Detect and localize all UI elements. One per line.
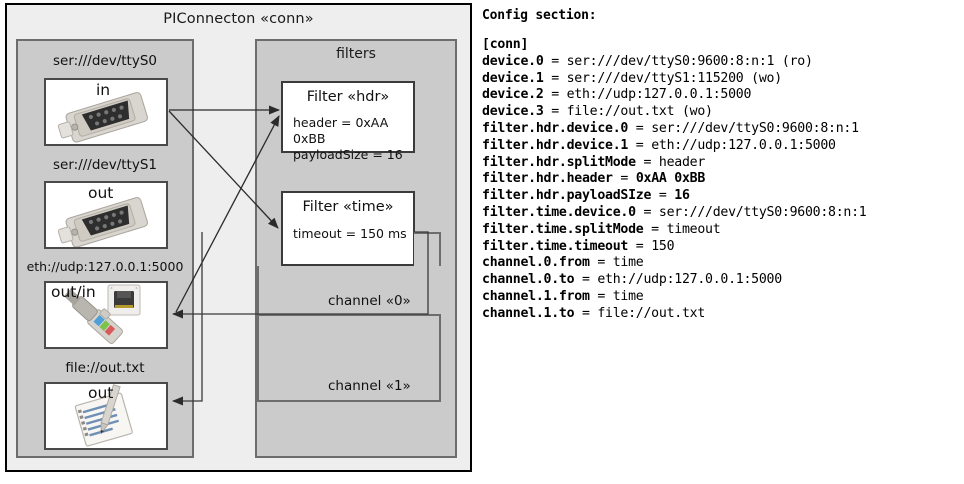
device-mode-ttys0: in [96,81,111,99]
device-label-ttys1: ser:///dev/ttyS1 [53,157,157,173]
config-key: device.2 [482,87,544,103]
config-line: channel.1.to = file://out.txt [482,306,960,323]
config-line: filter.time.splitMode = timeout [482,222,960,239]
device-mode-file: out [88,384,114,402]
config-key: channel.1.to [482,305,575,321]
channel-1-label: channel «1» [328,378,411,394]
config-separator: = [635,154,659,170]
config-key: filter.hdr.device.0 [482,120,629,136]
config-value: eth://udp:127.0.0.1:5000 [566,87,752,103]
device-box-file[interactable]: out [44,382,168,450]
config-separator: = [543,87,567,103]
config-line: filter.hdr.payloadSIze = 16 [482,188,960,205]
page-title: PIConnecton «conn» [163,11,314,27]
channel-0-label: channel «0» [328,293,411,309]
config-line: channel.0.from = time [482,255,960,272]
device-label-file: file://out.txt [65,360,145,376]
config-key: filter.time.timeout [482,238,629,254]
filter-title-hdr: Filter «hdr» [306,89,390,105]
config-line: filter.hdr.device.0 = ser:///dev/ttyS0:9… [482,121,960,138]
config-line: device.0 = ser:///dev/ttyS0:9600:8:n:1 (… [482,54,960,71]
config-line: device.2 = eth://udp:127.0.0.1:5000 [482,87,960,104]
config-heading: Config section: [482,8,597,23]
config-key: filter.hdr.payloadSIze [482,188,652,204]
text-file-icon [74,384,133,447]
filter-attr: payloadSize = 16 [293,147,403,162]
config-text: [conn]device.0 = ser:///dev/ttyS0:9600:8… [482,37,960,323]
channel-1-band [257,316,441,402]
config-separator: = [589,255,613,271]
config-line: device.3 = file://out.txt (wo) [482,104,960,121]
config-line: channel.0.to = eth://udp:127.0.0.1:5000 [482,272,960,289]
config-separator: = [612,171,636,187]
config-value: file://out.txt (wo) [566,104,713,120]
config-value: 16 [674,188,690,204]
config-line: channel.1.from = time [482,289,960,306]
config-line: filter.hdr.device.1 = eth://udp:127.0.0.… [482,138,960,155]
config-value: eth://udp:127.0.0.1:5000 [597,272,782,288]
config-separator: = [651,188,675,204]
config-separator: = [589,288,613,304]
config-value: eth://udp:127.0.0.1:5000 [651,137,836,153]
config-separator: = [628,137,652,153]
config-separator: = [643,221,667,237]
config-separator: = [628,120,652,136]
config-key: filter.hdr.device.1 [482,137,629,153]
config-section: Config section: [conn]device.0 = ser:///… [482,8,960,323]
device-box-ttys0[interactable]: in [44,78,168,146]
config-key: channel.0.to [482,272,575,288]
config-separator: = [635,204,659,220]
config-key: device.0 [482,53,544,69]
config-value: ser:///dev/ttyS1:115200 (wo) [566,70,783,86]
config-value: file://out.txt [597,305,706,321]
config-separator: = [543,53,567,69]
config-value: timeout [666,221,721,237]
device-box-eth[interactable]: out/in [44,281,168,349]
config-value: header [658,154,706,170]
filter-title-time: Filter «time» [302,199,394,215]
device-box-ttys1[interactable]: out [44,181,168,249]
config-key: filter.hdr.splitMode [482,154,636,170]
config-key: device.1 [482,70,544,86]
filters-panel-title: filters [336,46,376,62]
filter-attr: header = 0xAA 0xBB [293,115,389,146]
config-separator: = [574,305,598,321]
config-line: [conn] [482,37,960,54]
device-mode-eth: out/in [51,283,96,301]
config-separator: = [543,104,567,120]
config-line: device.1 = ser:///dev/ttyS1:115200 (wo) [482,71,960,88]
config-key: [conn] [482,37,529,52]
config-value: ser:///dev/ttyS0:9600:8:n:1 (ro) [566,53,813,69]
filter-attrs-time: timeout = 150 ms [293,226,407,242]
ethernet-plug-icon [64,284,141,344]
config-line: filter.hdr.header = 0xAA 0xBB [482,171,960,188]
config-separator: = [628,238,652,254]
config-value: 150 [651,238,675,254]
config-key: filter.time.device.0 [482,204,636,220]
config-separator: = [543,70,567,86]
config-key: device.3 [482,104,544,120]
config-key: channel.1.from [482,288,590,304]
config-separator: = [574,272,598,288]
config-line: filter.hdr.splitMode = header [482,155,960,172]
config-value: time [612,255,644,271]
config-line: filter.time.device.0 = ser:///dev/ttyS0:… [482,205,960,222]
config-key: channel.0.from [482,255,590,271]
serial-port-icon [57,197,148,247]
device-mode-ttys1: out [88,184,114,202]
device-label-eth: eth://udp:127.0.0.1:5000 [26,259,184,274]
config-line: filter.time.timeout = 150 [482,239,960,256]
filter-box-hdr[interactable]: Filter «hdr» header = 0xAA 0xBB payloadS… [281,81,415,162]
filter-attrs-hdr: header = 0xAA 0xBB payloadSize = 16 [293,115,413,163]
device-label-ttys0: ser:///dev/ttyS0 [53,53,157,69]
serial-port-icon [57,92,148,143]
filter-box-time[interactable]: Filter «time» timeout = 150 ms [281,191,415,266]
filter-attr: timeout = 150 ms [293,226,407,241]
config-key: filter.hdr.header [482,171,613,187]
config-key: filter.time.splitMode [482,221,644,237]
config-value: 0xAA 0xBB [635,171,706,187]
config-value: time [612,288,644,304]
config-value: ser:///dev/ttyS0:9600:8:n:1 [658,204,867,220]
config-value: ser:///dev/ttyS0:9600:8:n:1 [651,120,859,136]
